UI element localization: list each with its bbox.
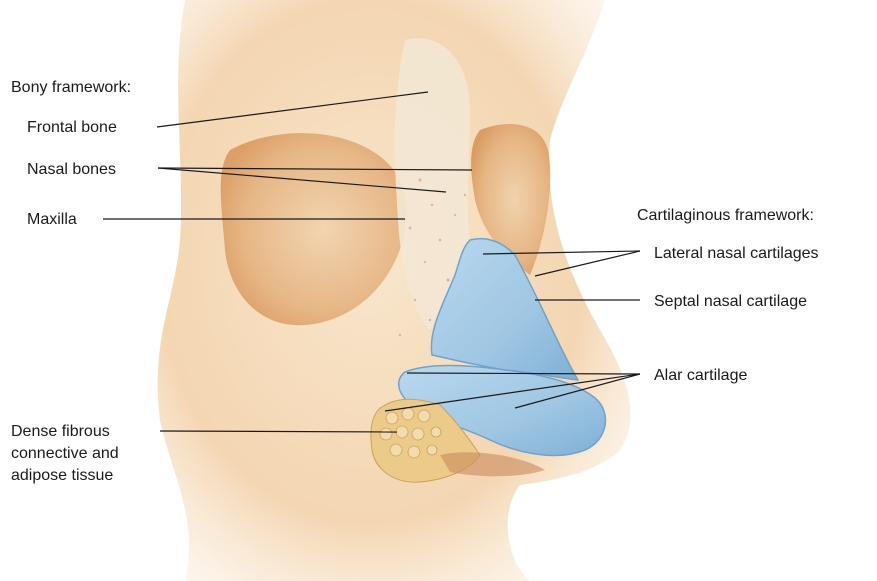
label-alar-cartilage: Alar cartilage: [654, 365, 747, 387]
label-bony-framework: Bony framework:: [11, 77, 131, 99]
label-frontal-bone: Frontal bone: [27, 117, 117, 139]
label-septal-nasal-cartilage: Septal nasal cartilage: [654, 291, 807, 313]
label-maxilla: Maxilla: [27, 209, 77, 231]
label-dense-fibrous-line-1: Dense fibrous: [11, 421, 171, 443]
label-dense-fibrous-line-2: connective and: [11, 443, 171, 465]
label-dense-fibrous-line-3: adipose tissue: [11, 465, 171, 487]
label-nasal-bones: Nasal bones: [27, 159, 116, 181]
label-cartilaginous-framework: Cartilaginous framework:: [637, 205, 814, 227]
label-lateral-nasal-cartilages: Lateral nasal cartilages: [654, 243, 819, 265]
label-dense-fibrous-tissue: Dense fibrous connective and adipose tis…: [11, 421, 171, 487]
face-skin: [158, 0, 631, 581]
